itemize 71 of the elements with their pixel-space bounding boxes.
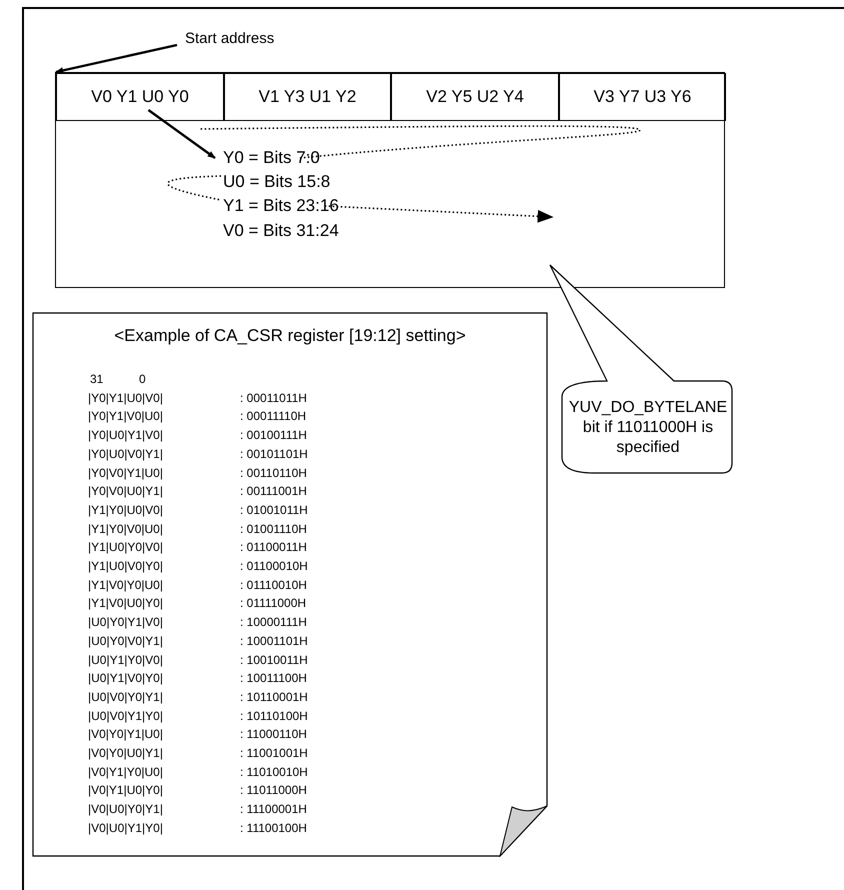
register-value: : 00111001H [240,484,307,498]
dotted-line [198,125,641,159]
byte-order: |Y1|V0|Y0|U0| [88,578,163,592]
register-value: : 00011110H [240,409,306,424]
byte-order: |Y0|V0|U0|Y1| [88,484,163,498]
byte-lane-label: V2 Y5 U2 Y4 [426,87,524,107]
byte-lane-label: V1 Y3 U1 Y2 [258,87,356,107]
arrow [324,205,554,223]
byte-order: |V0|Y0|U0|Y1| [88,746,163,760]
byte-order: |Y0|Y1|V0|U0| [88,409,163,424]
register-value: : 01001011H [240,502,308,517]
arrow [148,109,216,159]
byte-order: |Y0|Y1|U0|V0| [88,390,163,405]
byte-order: |Y1|U0|V0|Y0| [88,559,163,573]
byte-order: |Y0|V0|Y1|U0| [88,466,163,480]
bit-range-label: Y1 = Bits 23:16 [223,196,339,216]
memory-word-cell [56,73,224,121]
byte-order: |U0|Y0|Y1|V0| [88,615,163,630]
register-value: : 01111000H [240,596,306,610]
bit-number: 0 [139,372,146,386]
byte-order: |U0|Y1|V0|Y0| [88,671,163,686]
byte-order: |Y0|U0|Y1|V0| [88,428,163,442]
byte-lane-label: V0 Y1 U0 Y0 [91,87,189,107]
byte-order: |V0|U0|Y1|Y0| [88,820,163,835]
register-value: : 11000110H [240,727,307,742]
byte-order: |Y0|U0|V0|Y1| [88,446,163,461]
byte-order: |V0|Y1|Y0|U0| [88,764,163,779]
register-value: : 00011011H [240,390,307,405]
memory-word-cell [224,73,391,121]
start-address-label: Start address [185,30,274,47]
memory-box [55,72,725,288]
register-value: : 00110110H [240,466,307,480]
bit-range-label: Y0 = Bits 7:0 [223,148,320,168]
bit-range-label: U0 = Bits 15:8 [223,172,330,192]
memory-word-cell [559,73,726,121]
byte-order: |U0|V0|Y1|Y0| [88,708,163,723]
byte-order: |U0|Y1|Y0|V0| [88,652,163,666]
table-heading: <Example of CA_CSR register [19:12] setting> [113,326,467,346]
register-value: : 00101101H [240,446,308,461]
register-value: : 11100001H [240,802,307,816]
byte-order: |V0|Y1|U0|Y0| [88,783,163,798]
byte-lane-label: V3 Y7 U3 Y6 [594,87,692,107]
register-value: : 01001110H [240,522,307,536]
register-value: : 11100100H [240,820,307,835]
arrow [55,44,178,74]
bit-number: 31 [90,372,104,386]
register-value: : 10000111H [240,615,307,630]
register-value: : 11001001H [240,746,308,760]
byte-order: |V0|Y0|Y1|U0| [88,727,163,742]
register-value: : 00100111H [240,428,307,442]
bit-range-label: V0 = Bits 31:24 [223,221,339,241]
register-value: : 10010011H [240,652,308,666]
register-value: : 10011100H [240,671,307,686]
byte-order: |U0|Y0|V0|Y1| [88,634,163,648]
register-value: : 11011000H [240,783,307,798]
register-value: : 10001101H [240,634,308,648]
register-value: : 10110001H [240,690,308,704]
dotted-line [167,175,222,201]
register-value: : 11010010H [240,764,308,779]
memory-word-cell [391,73,559,121]
callout-text: YUV_DO_BYTELANE bit if 11011000H is specified [568,398,728,458]
byte-order: |Y1|Y0|U0|V0| [88,502,163,517]
register-value: : 10110100H [240,708,308,723]
byte-order: |Y1|Y0|V0|U0| [88,522,163,536]
byte-order: |Y1|U0|Y0|V0| [88,540,163,554]
byte-order: |V0|U0|Y0|Y1| [88,802,163,816]
byte-order: |U0|V0|Y0|Y1| [88,690,163,704]
byte-order: |Y1|V0|U0|Y0| [88,596,163,610]
register-value: : 01100010H [240,559,308,573]
register-value: : 01100011H [240,540,307,554]
register-value: : 01110010H [240,578,307,592]
